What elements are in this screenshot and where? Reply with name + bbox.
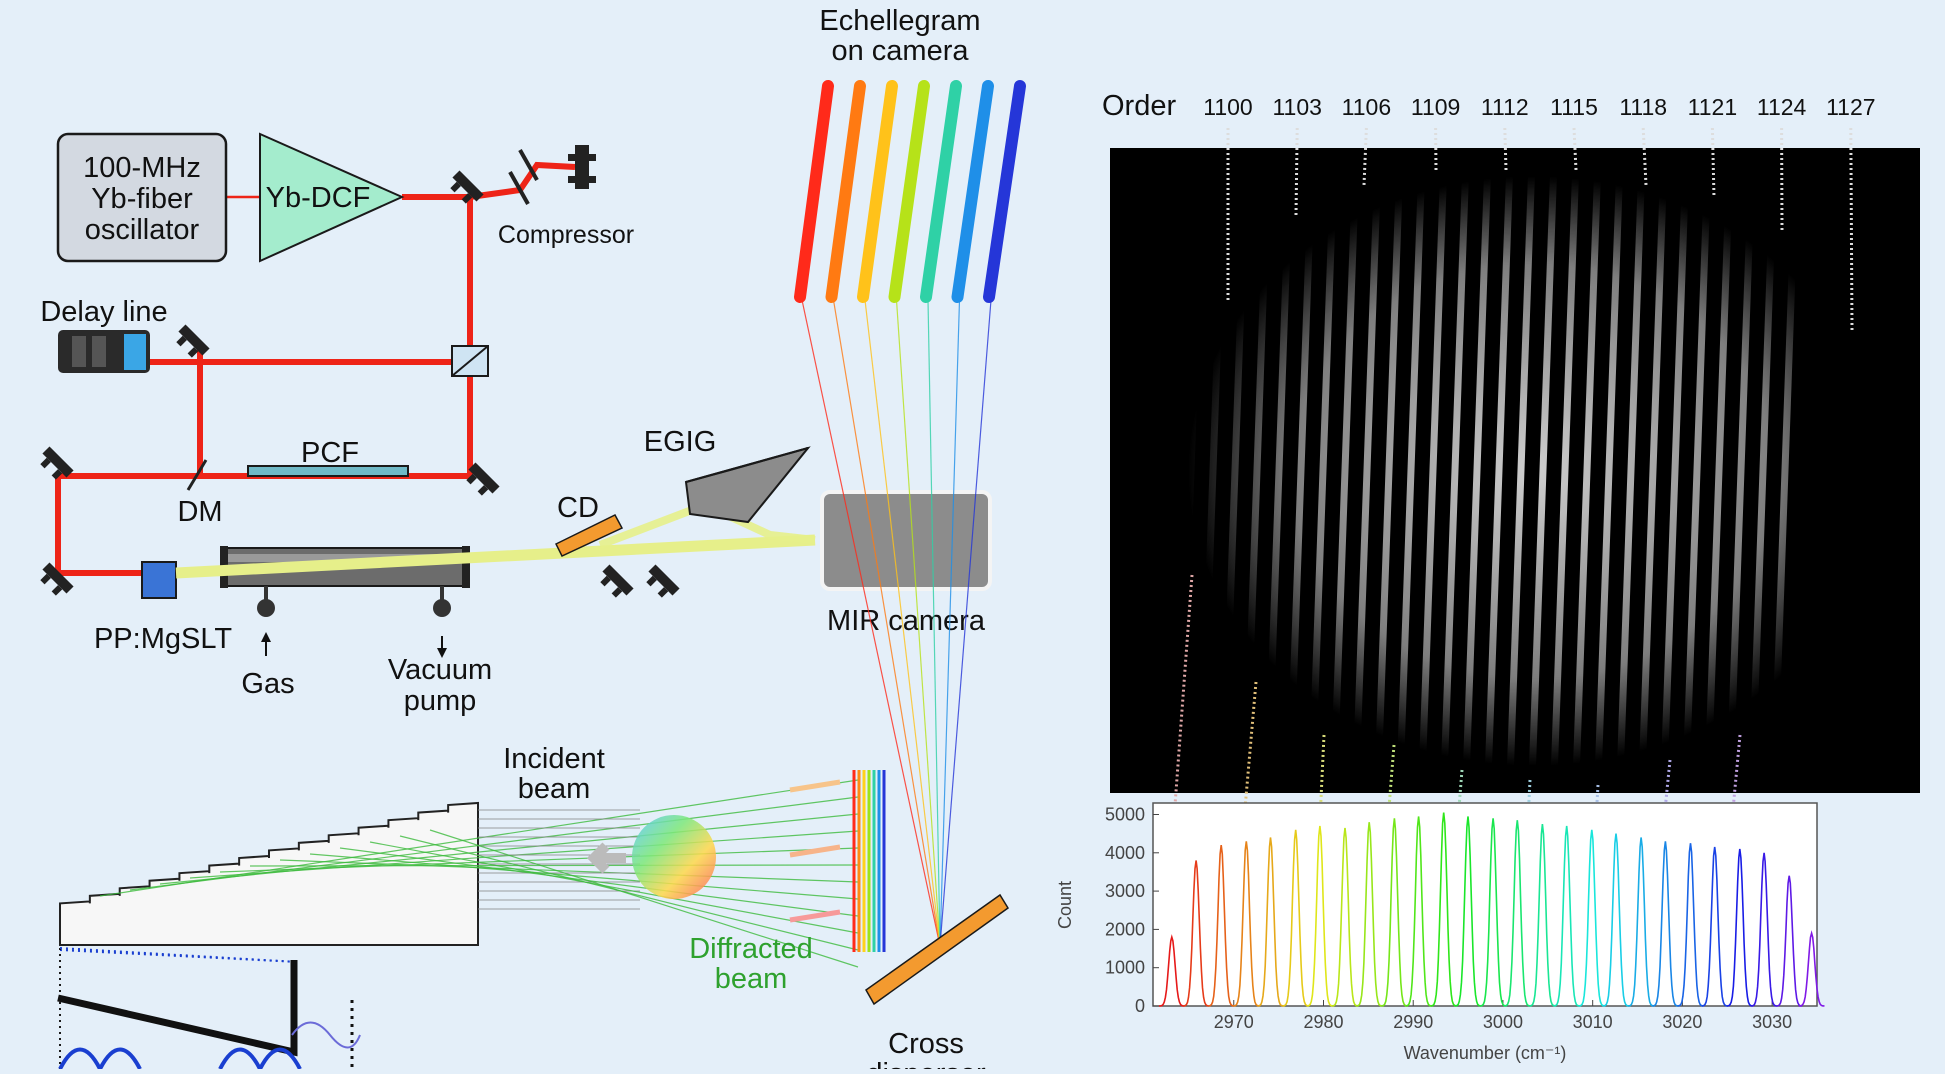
- color-wheel: [632, 815, 716, 899]
- cross-disperser-label-1: Cross: [888, 1028, 964, 1060]
- x-tick-label: 3000: [1483, 1012, 1523, 1032]
- echellegram-label-2: on camera: [831, 35, 969, 67]
- pcf-label: PCF: [301, 437, 359, 469]
- x-tick-label: 2990: [1393, 1012, 1433, 1032]
- order-tick-label: 1100: [1203, 94, 1252, 120]
- x-tick-label: 3020: [1662, 1012, 1702, 1032]
- order-trace: [1851, 128, 1852, 330]
- pcf-fiber: [248, 466, 408, 476]
- y-axis-label: Count: [1055, 881, 1075, 929]
- echelle-steps: [60, 803, 478, 945]
- x-tick-label: 2980: [1303, 1012, 1343, 1032]
- input-arrow: [790, 912, 840, 920]
- dispersed-bars: [790, 770, 884, 952]
- delay-line-label: Delay line: [40, 296, 167, 328]
- y-tick-label: 0: [1135, 996, 1145, 1016]
- order-tick-label: 1106: [1342, 94, 1391, 120]
- cross-disperser-label-2: disperser: [866, 1058, 986, 1069]
- order-tick-label: 1124: [1757, 94, 1807, 120]
- echelle-diagram: Incident beam Diffracted beam Cross disp…: [58, 743, 1008, 1069]
- echellegram-stripe: [958, 86, 989, 297]
- camera-label: MIR camera: [827, 605, 986, 637]
- mirror-mount: [172, 324, 209, 361]
- gas-label: Gas: [241, 668, 294, 700]
- oscillator-label-2: Yb-fiber: [91, 183, 193, 215]
- echelle-facet-detail: [58, 960, 294, 1052]
- mirror-mount: [596, 564, 633, 601]
- vacuum-label-1: Vacuum: [388, 654, 492, 686]
- oscillator-label-3: oscillator: [85, 214, 200, 246]
- input-arrow: [790, 782, 840, 790]
- y-tick-label: 1000: [1105, 958, 1145, 978]
- echellegram-stripe: [863, 86, 892, 297]
- mirror-mount: [36, 562, 73, 599]
- compressor: [510, 145, 596, 204]
- x-tick-label: 3030: [1752, 1012, 1792, 1032]
- x-tick-label: 2970: [1214, 1012, 1254, 1032]
- order-tick-labels: 1100 1103 1106 1109 1112 1115 1118 1121 1124 1127: [1203, 94, 1875, 120]
- mirror-mount: [642, 564, 679, 601]
- x-tick-label: 3010: [1573, 1012, 1613, 1032]
- amplifier-label: Yb-DCF: [266, 182, 371, 214]
- crystal: [142, 562, 176, 598]
- echellegram-stripe: [832, 86, 861, 297]
- echellegram-stripe: [800, 86, 828, 297]
- diffracted-label-1: Diffracted: [689, 933, 813, 965]
- order-label: Order: [1102, 90, 1176, 122]
- detail-guide: [60, 950, 298, 962]
- order-tick-label: 1112: [1481, 94, 1529, 120]
- order-tick-label: 1109: [1411, 94, 1460, 120]
- diffracted-label-2: beam: [715, 963, 788, 995]
- order-trace: [1505, 128, 1506, 170]
- echellegram-label-1: Echellegram: [819, 5, 980, 37]
- y-tick-label: 4000: [1105, 843, 1145, 863]
- crystal-label: PP:MgSLT: [94, 623, 232, 655]
- order-trace: [1574, 128, 1576, 170]
- y-tick-label: 3000: [1105, 881, 1145, 901]
- incident-label-1: Incident: [503, 743, 605, 775]
- mirror-mount: [446, 170, 483, 207]
- spectrum-plot: 2970 2980 2990 3000 3010 3020 3030 0 1000 2000 300…: [1055, 803, 1825, 1063]
- input-arrow: [790, 847, 840, 855]
- echellegram-stripe: [926, 86, 956, 297]
- order-tick-label: 1118: [1619, 94, 1667, 120]
- egig-label: EGIG: [644, 426, 717, 458]
- dm-label: DM: [177, 496, 222, 528]
- order-tick-label: 1121: [1688, 94, 1737, 120]
- y-tick-label: 2000: [1105, 919, 1145, 939]
- vacuum-label-2: pump: [404, 685, 477, 717]
- echellegram-stripe: [895, 86, 925, 297]
- egig-grating: [686, 448, 808, 522]
- order-tick-label: 1127: [1826, 94, 1875, 120]
- cross-disperser-grating: [866, 895, 1008, 1004]
- echelle-profile: [60, 803, 478, 945]
- order-tick-label: 1103: [1272, 94, 1321, 120]
- y-tick-label: 5000: [1105, 804, 1145, 824]
- order-tick-label: 1115: [1550, 94, 1598, 120]
- incident-label-2: beam: [518, 773, 591, 805]
- back-arrow-icon: [594, 846, 626, 870]
- echellegram-stripes: [800, 86, 1020, 297]
- x-axis-label: Wavenumber (cm⁻¹): [1404, 1043, 1567, 1063]
- cd-label: CD: [557, 492, 599, 524]
- oscillator-label-1: 100-MHz: [83, 152, 201, 184]
- compressor-label: Compressor: [498, 221, 634, 249]
- echellegram-stripe: [989, 86, 1020, 297]
- mir-camera: [822, 492, 990, 589]
